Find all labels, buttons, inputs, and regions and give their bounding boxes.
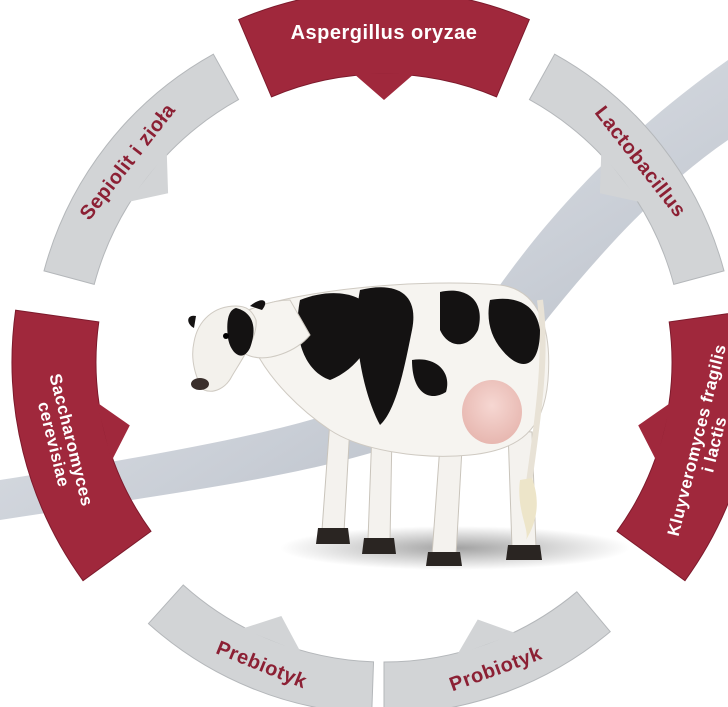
arrow-inward-icon — [127, 152, 169, 202]
label-aspergillus: Aspergillus oryzae — [291, 22, 478, 44]
arrow-inward-icon — [457, 619, 517, 656]
segment-prebiotyk — [147, 584, 375, 707]
arrow-inward-icon — [353, 73, 415, 100]
arrow-inward-icon — [638, 402, 672, 462]
arrow-inward-icon — [96, 402, 130, 462]
arrow-inward-icon — [599, 152, 641, 202]
segment-probiotyk — [383, 591, 611, 707]
segment-kluyveromyces — [616, 313, 728, 582]
arrow-inward-icon — [242, 616, 301, 653]
segment-saccharomyces — [11, 309, 152, 582]
cow-illustration — [188, 282, 630, 570]
cycle-ring — [11, 0, 728, 707]
segment-aspergillus — [237, 0, 531, 100]
segment-sepiolit — [43, 53, 240, 285]
segment-lactobacillus — [528, 53, 725, 285]
